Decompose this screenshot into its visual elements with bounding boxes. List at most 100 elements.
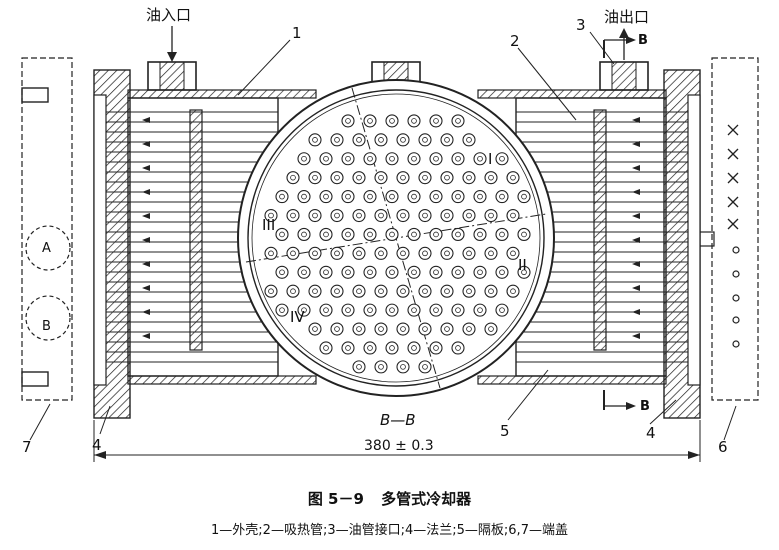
tube-bore — [345, 345, 351, 351]
tube-bore — [279, 231, 285, 238]
tube-bore — [499, 307, 505, 313]
tube-bore — [323, 193, 329, 200]
tube-bore — [499, 155, 505, 162]
tube-bore — [323, 307, 329, 313]
tube-section — [473, 152, 487, 166]
tube-section — [495, 227, 509, 241]
tube-section — [330, 246, 344, 260]
tube-bore — [389, 193, 395, 200]
tube-bore — [466, 288, 472, 295]
tube-bore — [444, 288, 450, 295]
tube-bore — [356, 212, 362, 219]
tube-section — [462, 284, 476, 298]
tube-bore — [510, 250, 516, 257]
x-marker — [727, 196, 739, 208]
tube-section — [385, 190, 399, 204]
flow-arrow — [142, 189, 150, 195]
tube-bore — [268, 288, 274, 295]
callout-4-left: 4 — [92, 436, 102, 454]
tube-bore — [422, 326, 428, 332]
tube-bore — [488, 250, 494, 257]
tube-bore — [444, 326, 450, 332]
tube-bore — [521, 231, 527, 238]
tube-bore — [444, 174, 450, 181]
dot-marker — [732, 316, 740, 324]
tube-bore — [422, 364, 428, 370]
dot-marker — [732, 270, 740, 278]
tube-bore — [477, 307, 483, 313]
tube-bore — [455, 118, 461, 124]
tube-section — [385, 265, 399, 279]
tube-bore — [323, 155, 329, 162]
tube-bore — [466, 174, 472, 181]
flow-arrow — [142, 285, 150, 291]
tube-bore — [466, 326, 472, 332]
tube-section — [506, 171, 520, 185]
oil-outlet-label: 油出口 — [604, 8, 649, 26]
tube-section — [341, 265, 355, 279]
zone-2-label: II — [518, 256, 527, 274]
tube-section — [297, 227, 311, 241]
tube-section — [429, 114, 443, 128]
tube-section — [440, 246, 454, 260]
tube-section — [484, 246, 498, 260]
tube-section — [275, 303, 289, 317]
tube-section — [319, 190, 333, 204]
oil-outlet: 油出口 — [604, 8, 649, 60]
tube-bore — [312, 288, 318, 295]
tube-section — [374, 284, 388, 298]
tube-section — [418, 133, 432, 147]
tube-section — [396, 133, 410, 147]
tube-section — [308, 208, 322, 223]
tube-bore — [334, 288, 340, 295]
tube-section — [341, 341, 355, 355]
tube-bore — [433, 155, 439, 162]
tube-bore — [345, 193, 351, 200]
tube-section — [286, 171, 300, 185]
tube-bore — [312, 174, 318, 181]
tube-section — [429, 190, 443, 204]
callout-labels: 1 2 3 4 4 5 6 7 — [22, 16, 728, 456]
tube-section — [374, 208, 388, 223]
tube-section — [407, 114, 421, 128]
tube-bore — [334, 137, 340, 143]
callout-3: 3 — [576, 16, 586, 34]
left-flange — [93, 69, 131, 419]
flow-arrow — [632, 165, 640, 171]
tube-section — [473, 190, 487, 204]
dot-marker — [732, 340, 740, 348]
tube-bore — [499, 193, 505, 200]
tube-bore — [356, 174, 362, 181]
tube-bore — [477, 155, 483, 162]
tube-bore — [510, 174, 516, 181]
tube-bore — [334, 212, 340, 219]
x-marker — [727, 218, 739, 230]
tube-section — [330, 208, 344, 223]
tube-section — [418, 208, 432, 223]
tube-section — [275, 190, 289, 204]
tube-section — [396, 208, 410, 223]
tube-section — [308, 246, 322, 260]
tube-section — [495, 190, 509, 204]
tube-bore — [290, 250, 296, 257]
section-mark-bottom: B — [640, 399, 650, 414]
tube-bore — [400, 364, 406, 370]
tube-section — [484, 322, 498, 336]
tube-section — [275, 265, 289, 279]
section-mark-top: B — [638, 33, 648, 48]
tube-bore — [290, 212, 296, 219]
tube-bore — [367, 231, 373, 238]
flow-arrow — [142, 141, 150, 147]
tube-bore — [444, 137, 450, 143]
tube-section — [451, 303, 465, 317]
flow-arrow — [632, 189, 640, 195]
tube-section — [396, 246, 410, 260]
tube-bore — [301, 269, 307, 276]
callout-5: 5 — [500, 422, 510, 440]
tube-section — [352, 208, 366, 223]
tube-bore — [345, 155, 351, 162]
left-end-cap — [21, 57, 73, 401]
zone-1-label: I — [488, 150, 492, 168]
tube-section — [363, 265, 377, 279]
tube-bore — [488, 288, 494, 295]
